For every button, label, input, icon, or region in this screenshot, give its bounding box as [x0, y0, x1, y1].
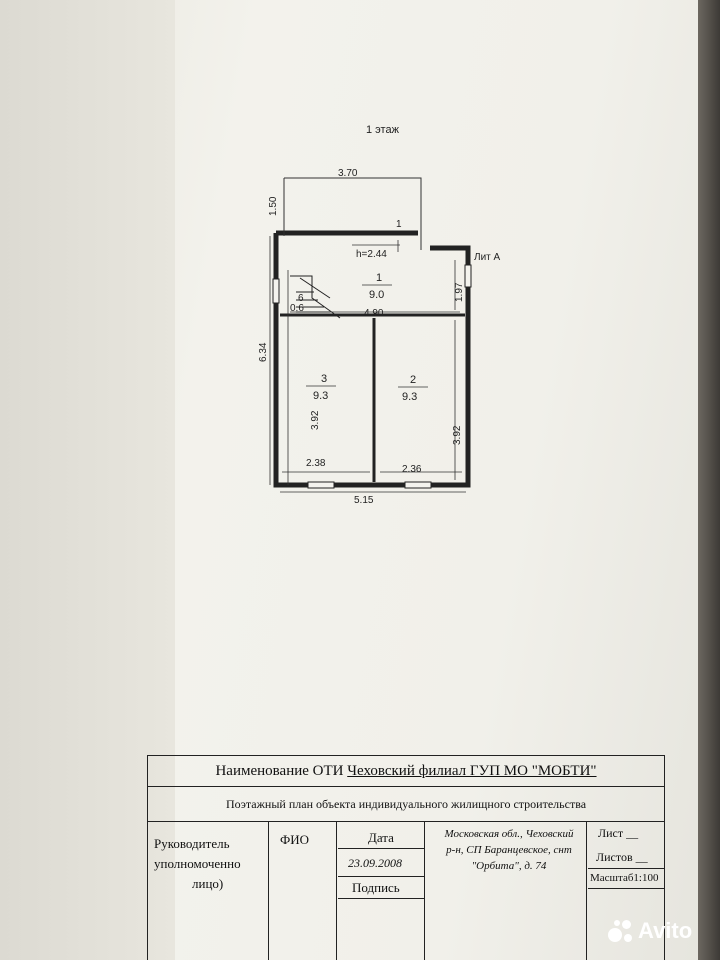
dim-room1-right: 1.97: [454, 282, 465, 302]
divider: [586, 822, 587, 960]
signature-label: Подпись: [352, 880, 400, 895]
org-name: Чеховский филиал ГУП МО "МОБТИ": [347, 763, 597, 779]
date-value: 23.09.2008: [348, 856, 402, 870]
dim-left-total: 6.34: [258, 342, 269, 362]
dim-stair: 0.6: [290, 303, 304, 314]
dimension-lines: [269, 206, 466, 493]
dim-porch-depth: 1.50: [268, 196, 279, 216]
document-page: 1 этаж: [0, 0, 700, 960]
room-1-area: 9.0: [369, 289, 384, 301]
org-prefix: Наименование ОТИ: [215, 763, 348, 779]
date-label: Дата: [368, 830, 394, 845]
title-block: Наименование ОТИ Чеховский филиал ГУП МО…: [147, 755, 665, 960]
divider: [268, 822, 269, 960]
dim-room3-height: 3.92: [310, 410, 321, 430]
page-fold: [0, 0, 175, 960]
room-3-number: 3: [321, 373, 327, 385]
background-edge: [698, 0, 720, 960]
stairs: [290, 275, 341, 319]
org-row: Наименование ОТИ Чеховский филиал ГУП МО…: [148, 756, 664, 787]
floor-plan: 3.70 1.50 1 h=2.44 Лит А 6.34 1.97 4.90 …: [258, 168, 501, 506]
floor-title: 1 этаж: [366, 124, 399, 136]
avito-text: Avito: [638, 918, 693, 943]
address: Московская обл., Чеховский р-н, СП Баран…: [444, 828, 574, 872]
avito-logo-icon: [608, 918, 634, 944]
room-1-number: 1: [376, 272, 382, 284]
stair-room-number: 6: [298, 293, 304, 304]
dim-middle-width: 4.90: [364, 308, 384, 319]
scale-label: Масштаб1:100: [590, 872, 659, 884]
sheet-label: Лист __: [598, 826, 639, 840]
height-label: h=2.44: [356, 249, 387, 260]
porch-outline: [283, 177, 422, 250]
outer-walls: [273, 230, 471, 488]
dim-room3-width: 2.38: [306, 458, 326, 469]
room-2-number: 2: [410, 374, 416, 386]
dim-top-width: 3.70: [338, 168, 358, 179]
sheets-label: Листов __: [596, 850, 648, 864]
fio-label: ФИО: [280, 832, 310, 847]
dim-room2-width: 2.36: [402, 464, 422, 475]
lit-label: Лит А: [474, 252, 501, 263]
divider: [424, 822, 425, 960]
dim-porch-room: 1: [396, 219, 402, 230]
dim-room2-height: 3.92: [452, 425, 463, 445]
inner-walls: [280, 313, 465, 482]
dim-total-width: 5.15: [354, 495, 374, 506]
room-3-area: 9.3: [313, 390, 328, 402]
divider: [336, 822, 337, 960]
room-2-area: 9.3: [402, 391, 417, 403]
head-label: Руководитель уполномоченно лицо): [154, 836, 241, 891]
avito-watermark: Avito: [608, 918, 692, 944]
doc-title: Поэтажный план объекта индивидуального ж…: [148, 787, 664, 822]
windows: [272, 264, 472, 489]
